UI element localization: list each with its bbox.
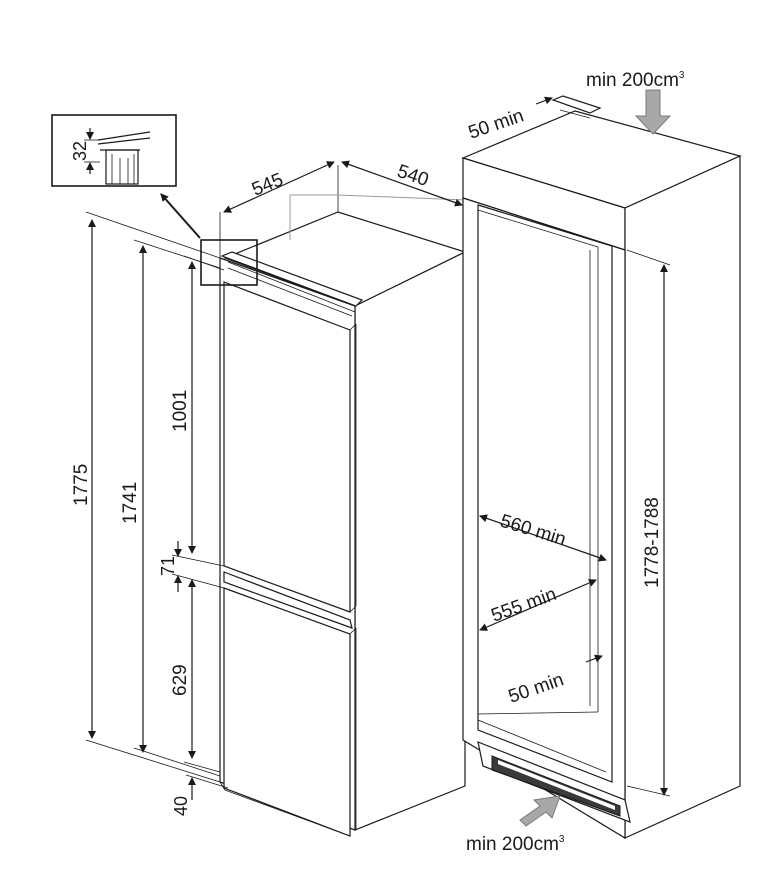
- detail-callout: [51, 114, 258, 286]
- top-vent-sup: 3: [679, 70, 685, 81]
- height-dimension-lines: [85, 211, 229, 800]
- bottom-vent-label: min 200cm3: [466, 834, 565, 855]
- dim-1001: 1001: [170, 390, 191, 432]
- top-vent-label: min 200cm3: [586, 70, 685, 91]
- dim-1778-1788: 1778-1788: [642, 497, 663, 588]
- niche-height-dimension: [626, 249, 671, 797]
- cabinet-niche: [461, 95, 742, 840]
- fridge-upper-door: [223, 281, 351, 613]
- fridge: [219, 211, 467, 837]
- cabinet-opening: [477, 204, 613, 783]
- dim-32: 32: [70, 141, 90, 161]
- dim-71: 71: [158, 556, 178, 576]
- detail-highlight-box: [200, 239, 258, 286]
- dim-545: 545: [249, 169, 286, 200]
- dim-1775: 1775: [71, 464, 92, 506]
- dim-629: 629: [170, 664, 191, 696]
- top-ventilation-arrow: [634, 89, 672, 135]
- dim-1741: 1741: [120, 482, 141, 524]
- cabinet-side-panel: [624, 155, 741, 839]
- fridge-door-gap: [223, 571, 353, 629]
- fridge-side-face: [354, 251, 466, 831]
- bottom-vent-text: min 200cm: [466, 834, 559, 855]
- dim-540: 540: [394, 161, 431, 191]
- bottom-vent-sup: 3: [559, 834, 565, 845]
- top-vent-text: min 200cm: [586, 70, 679, 91]
- bottom-ventilation-arrow: [519, 795, 561, 827]
- dim-40: 40: [171, 796, 191, 816]
